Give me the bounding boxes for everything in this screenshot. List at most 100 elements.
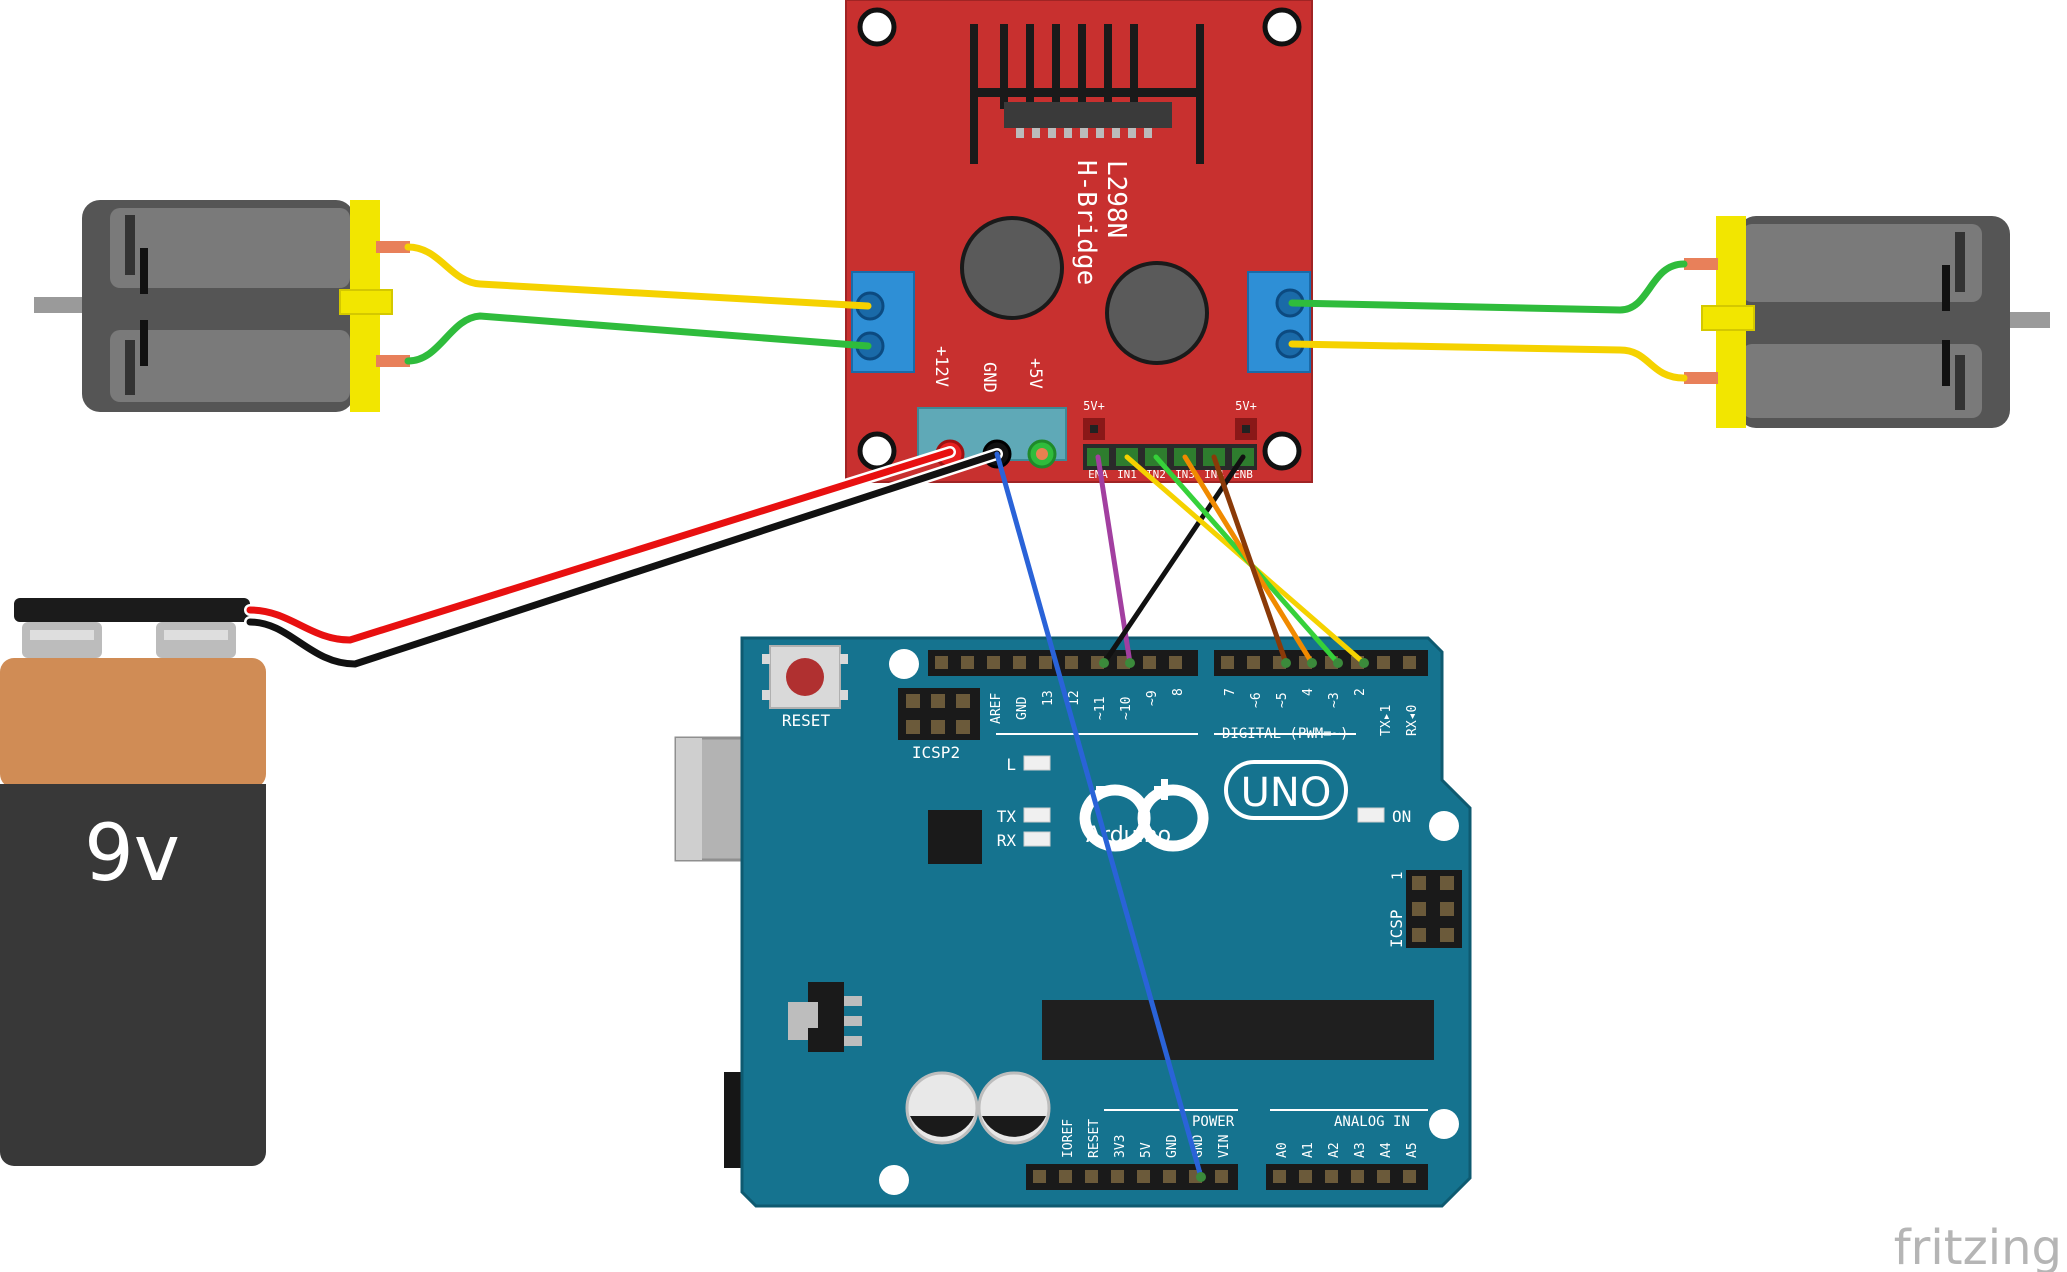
power-label: POWER (1192, 1114, 1235, 1130)
power-pin-label: GND (1165, 1134, 1180, 1158)
led-on-label: ON (1392, 807, 1411, 826)
wire-green-motor-b (1288, 260, 1688, 314)
digital-pin-label: 12 (1067, 690, 1082, 706)
mounting-hole (857, 431, 897, 471)
led-on (1357, 807, 1385, 823)
left-motor-shaft (34, 297, 94, 313)
reset-button[interactable] (762, 645, 848, 709)
digital-pin-label: ~5 (1275, 692, 1290, 708)
wire-yellow-motor-a (404, 243, 872, 310)
analog-pin-label: A5 (1405, 1142, 1420, 1158)
wire-yellow-motor-b (1288, 340, 1688, 382)
power-pin-label: VIN (1217, 1135, 1232, 1158)
icsp2-header (898, 688, 980, 740)
l298n-subtitle: H-Bridge (1071, 160, 1101, 285)
atmega-chip (1042, 1000, 1434, 1060)
power-label-gnd: GND (979, 362, 999, 393)
analog-pin-label: A2 (1327, 1142, 1342, 1158)
led-rx (1023, 831, 1051, 847)
battery-bottom (0, 784, 266, 1166)
digital-pin-label: ~11 (1093, 697, 1108, 720)
digital-pin-label: 7 (1223, 688, 1238, 696)
icsp-label: ICSP (1387, 909, 1406, 948)
fritzing-watermark: fritzing (1894, 1220, 2062, 1272)
reset-label: RESET (782, 711, 831, 730)
wire-endpoints (1099, 658, 1369, 1182)
mounting-hole (1262, 431, 1302, 471)
arduino-pcb (740, 636, 1472, 1208)
icsp-pin1-label: 1 (1390, 872, 1406, 880)
analog-header (1266, 1164, 1428, 1190)
arduino-logo-text: Arduino (1086, 823, 1171, 848)
wire-blue-gnd (994, 451, 1204, 1180)
mounting-hole (857, 7, 897, 47)
electrolytic-capacitor (977, 1071, 1051, 1145)
jumper-label-b: 5V+ (1235, 399, 1257, 413)
battery-top (0, 658, 266, 788)
icsp2-label: ICSP2 (912, 743, 960, 762)
heatsink (970, 24, 1204, 164)
power-pin-label: 5V (1139, 1142, 1154, 1158)
power-pin-label: 3V3 (1113, 1135, 1128, 1158)
uno-badge (1224, 760, 1348, 820)
wire-brown-in4 (1211, 454, 1289, 666)
power-label-5v: +5V (1025, 358, 1045, 389)
arduino-model: UNO (1241, 770, 1332, 816)
capacitor (960, 216, 1064, 320)
left-motor-terminal (376, 241, 410, 253)
right-motor-terminal (1684, 372, 1718, 384)
battery-label: 9v (84, 809, 180, 899)
l298n-title: L298N (1101, 160, 1131, 238)
digital-pin-label: RX◂0 (1405, 705, 1420, 736)
led-tx (1023, 807, 1051, 823)
analog-pin-label: A3 (1353, 1142, 1368, 1158)
mounting-hole (1429, 1109, 1459, 1139)
digital-pin-label: ~9 (1145, 690, 1160, 706)
power-pin-label: RESET (1087, 1119, 1102, 1158)
digital-pin-label: ~10 (1119, 697, 1134, 720)
input-label: IN3 (1175, 468, 1195, 481)
mounting-hole (879, 1165, 909, 1195)
led-tx-label: TX (997, 807, 1017, 826)
input-label: IN1 (1117, 468, 1137, 481)
l298n-board: L298N H-Bridge +12V GND +5V (845, 0, 1313, 483)
digital-pin-label: TX▸1 (1379, 705, 1394, 736)
analog-pin-label: A1 (1301, 1142, 1316, 1158)
mounting-hole (1262, 7, 1302, 47)
wire-green-motor-a (404, 312, 872, 365)
jumper-label-a: 5V+ (1083, 399, 1105, 413)
digital-pin-label: AREF (989, 693, 1004, 724)
wire-black-battery (246, 450, 1001, 668)
digital-pin-label: 2 (1353, 688, 1368, 696)
led-l-label: L (1006, 755, 1016, 774)
wire-black-enb (1101, 454, 1246, 666)
power-header (1026, 1164, 1238, 1190)
right-motor (1684, 216, 2050, 428)
power-label-12v: +12V (931, 346, 951, 387)
left-motor-terminal (376, 355, 410, 367)
power-terminal-block (917, 407, 1067, 469)
digital-pin-label: 4 (1301, 688, 1316, 696)
digital-pin-label: 13 (1041, 690, 1056, 706)
capacitor (1105, 261, 1209, 365)
right-motor-terminal (1684, 258, 1718, 270)
icsp-header (1406, 870, 1462, 948)
left-motor (34, 200, 410, 412)
voltage-regulator (788, 982, 862, 1052)
input-label: ENB (1233, 468, 1253, 481)
led-l (1023, 755, 1051, 771)
digital-pin-label: ~6 (1249, 692, 1264, 708)
analog-pin-label: A4 (1379, 1142, 1394, 1158)
digital-pin-label: ~3 (1327, 692, 1342, 708)
wire-red-battery (244, 446, 956, 646)
analog-label: ANALOG IN (1334, 1114, 1410, 1130)
battery-9v: 9v (0, 598, 266, 1166)
analog-pin-label: A0 (1275, 1142, 1290, 1158)
digital-pin-label: GND (1015, 696, 1030, 720)
usb-chip (928, 810, 982, 864)
wire-red-battery (246, 448, 954, 644)
digital-pin-label: 8 (1171, 688, 1186, 696)
motor-b-terminal-block (1247, 271, 1311, 373)
digital-label: DIGITAL (PWM=~) (1222, 726, 1348, 742)
